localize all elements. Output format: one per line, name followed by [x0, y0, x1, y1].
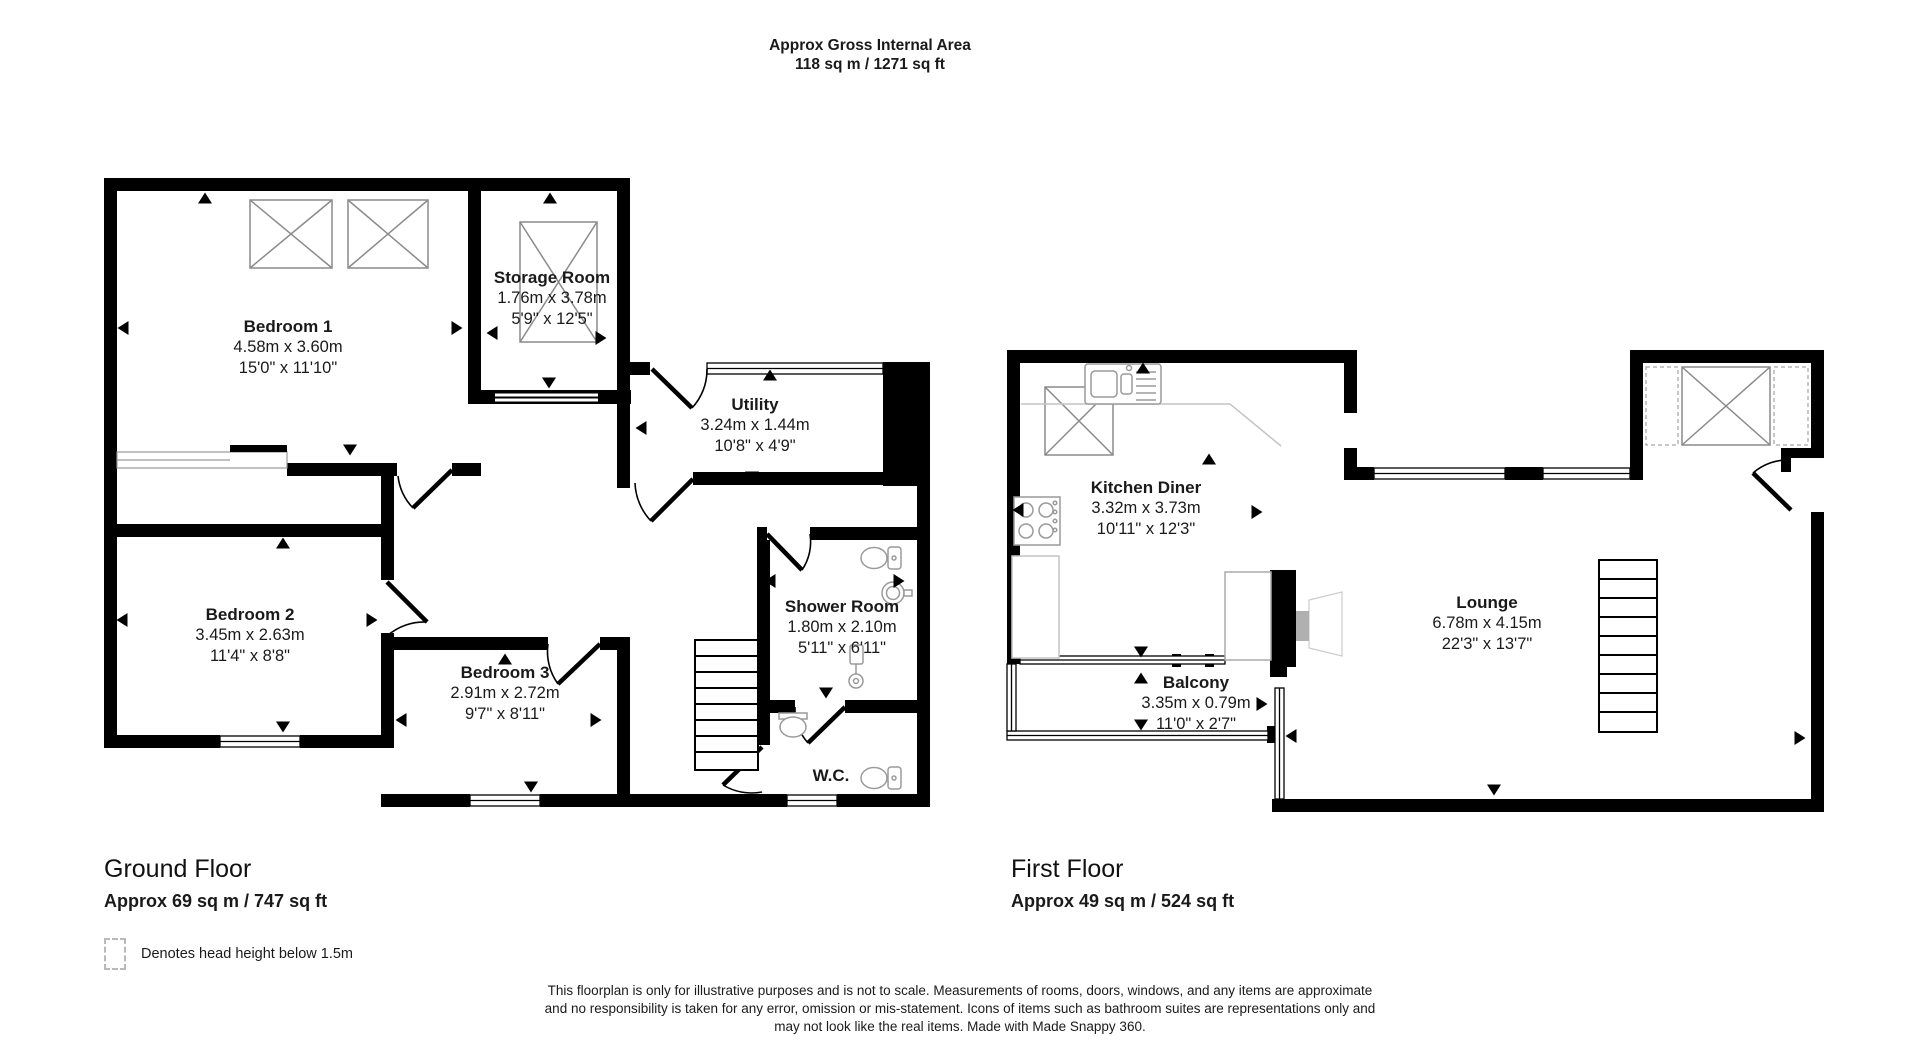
kitchen-counter: [1011, 403, 1282, 659]
room-size-imperial: 10'11" x 12'3": [1096, 520, 1196, 538]
room-label-bedroom-3: Bedroom 3 2.91m x 2.72m 9'7" x 8'11": [450, 662, 559, 725]
room-name: Bedroom 2: [205, 605, 295, 624]
room-name: Kitchen Diner: [1090, 478, 1202, 497]
window-symbols: [1274, 467, 1631, 800]
basin-icon: [778, 581, 913, 738]
head-height-legend: Denotes head height below 1.5m: [104, 938, 353, 970]
stairs: [1598, 559, 1658, 733]
window-symbols: [219, 362, 884, 807]
head-height-legend-text: Denotes head height below 1.5m: [141, 946, 354, 962]
room-name: Bedroom 3: [460, 663, 550, 682]
room-size-metric: 1.76m x 3.78m: [497, 289, 607, 307]
head-height-zone: [1645, 366, 1809, 446]
floor-name: Ground Floor: [104, 855, 252, 883]
room-size-imperial: 5'9" x 12'5": [511, 310, 593, 328]
first-floor-header: First Floor Approx 49 sq m / 524 sq ft: [1011, 855, 1234, 912]
measurement-arrows: [1012, 362, 1806, 796]
room-size-metric: 1.80m x 2.10m: [787, 618, 897, 636]
kitchen-sink-icon: [1084, 363, 1162, 405]
room-size-metric: 4.58m x 3.60m: [233, 338, 343, 356]
room-size-imperial: 15'0" x 11'10": [238, 359, 338, 377]
room-size-imperial: 10'8" x 4'9": [714, 437, 796, 455]
room-label-storage-room: Storage Room 1.76m x 3.78m 5'9" x 12'5": [494, 267, 610, 330]
ground-floor-plan: [104, 178, 930, 807]
first-floor-plan: [1006, 350, 1824, 812]
disclaimer-line-3: may not look like the real items. Made w…: [774, 1019, 1146, 1034]
floor-area: Approx 49 sq m / 524 sq ft: [1011, 891, 1235, 911]
floor-area: Approx 69 sq m / 747 sq ft: [104, 891, 328, 911]
room-name: Storage Room: [493, 268, 611, 287]
room-size-metric: 3.24m x 1.44m: [700, 416, 810, 434]
room-label-bedroom-1: Bedroom 1 4.58m x 3.60m 15'0" x 11'10": [233, 316, 342, 379]
room-size-imperial: 5'11" x 6'11": [797, 639, 887, 657]
room-size-imperial: 11'4" x 8'8": [209, 647, 291, 665]
room-label-balcony: Balcony 3.35m x 0.79m 11'0" x 2'7": [1141, 672, 1250, 735]
room-label-shower-room: Shower Room 1.80m x 2.10m 5'11" x 6'11": [785, 596, 899, 659]
internal-window: [495, 393, 598, 402]
skylight-icon: [249, 199, 598, 343]
ground-floor-header: Ground Floor Approx 69 sq m / 747 sq ft: [104, 855, 327, 912]
room-size-imperial: 11'0" x 2'7": [1155, 715, 1237, 733]
room-size-metric: 6.78m x 4.15m: [1432, 614, 1542, 632]
room-label-lounge: Lounge 6.78m x 4.15m 22'3" x 13'7": [1432, 592, 1541, 655]
room-size-metric: 3.35m x 0.79m: [1141, 694, 1251, 712]
room-label-kitchen-diner: Kitchen Diner 3.32m x 3.73m 10'11" x 12'…: [1091, 477, 1202, 540]
toilet-icon: [860, 546, 902, 790]
room-size-imperial: 9'7" x 8'11": [464, 705, 546, 723]
room-name: Bedroom 1: [243, 317, 333, 336]
room-label-utility: Utility 3.24m x 1.44m 10'8" x 4'9": [700, 394, 809, 457]
gross-area-value: 118 sq m / 1271 sq ft: [795, 56, 945, 73]
measurement-arrows: [116, 192, 905, 793]
stairs: [694, 639, 759, 771]
room-name: Utility: [731, 395, 779, 414]
room-name: W.C.: [812, 766, 850, 785]
media-unit: [1224, 571, 1343, 661]
skylight-icon: [1044, 366, 1771, 456]
room-size-imperial: 22'3" x 13'7": [1441, 635, 1533, 653]
shower-icon: [848, 644, 864, 689]
gross-area-title: Approx Gross Internal Area: [769, 37, 971, 54]
room-size-metric: 2.91m x 2.72m: [450, 684, 560, 702]
disclaimer: This floorplan is only for illustrative …: [545, 982, 1376, 1036]
room-name: Lounge: [1456, 593, 1518, 612]
floor-name: First Floor: [1011, 855, 1124, 883]
room-size-metric: 3.32m x 3.73m: [1091, 499, 1201, 517]
head-height-legend-swatch: [104, 938, 126, 970]
ground-walls: [104, 178, 930, 807]
tv-icon: [1296, 611, 1309, 641]
recess-ledge: [116, 445, 288, 469]
hob-icon: [1013, 496, 1061, 546]
disclaimer-line-1: This floorplan is only for illustrative …: [547, 983, 1373, 998]
room-label-wc: W.C.: [813, 765, 850, 786]
page-title: Approx Gross Internal Area 118 sq m / 12…: [769, 36, 971, 74]
disclaimer-line-2: and no responsibility is taken for any e…: [544, 1001, 1376, 1016]
room-label-bedroom-2: Bedroom 2 3.45m x 2.63m 11'4" x 8'8": [195, 604, 304, 667]
room-name: Shower Room: [784, 597, 900, 616]
room-size-metric: 3.45m x 2.63m: [195, 626, 305, 644]
first-walls: [1007, 350, 1824, 812]
room-name: Balcony: [1162, 673, 1230, 692]
door-arc: [1751, 459, 1793, 512]
